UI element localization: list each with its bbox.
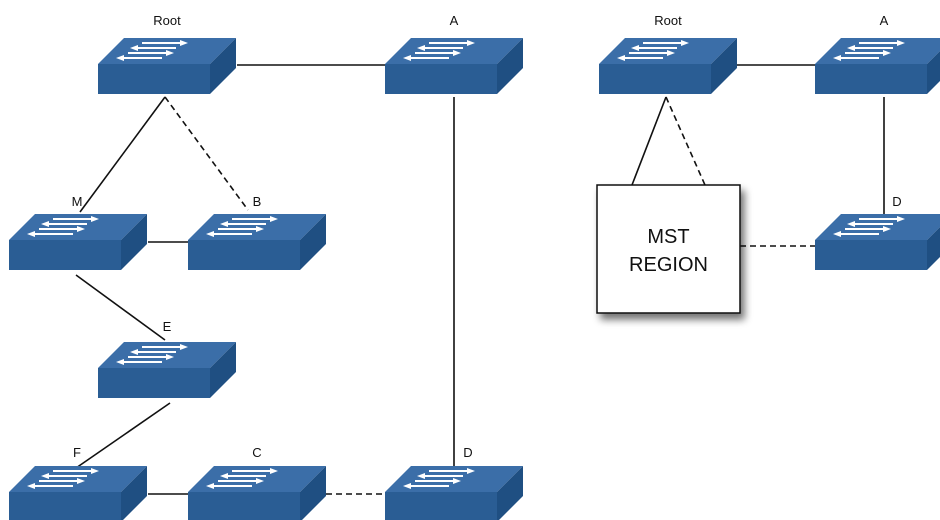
link-root-mst — [631, 96, 667, 186]
link-root-mst-blocked — [665, 96, 706, 186]
switch-m — [8, 213, 148, 271]
switch-b — [187, 213, 327, 271]
label-a-right: A — [880, 13, 889, 28]
label-d-right: D — [892, 194, 901, 209]
label-e: E — [163, 319, 172, 334]
left-links — [75, 64, 455, 495]
switch-d — [384, 465, 524, 520]
switch-a — [384, 37, 524, 95]
label-root-right: Root — [654, 13, 682, 28]
switch-root — [97, 37, 237, 95]
label-root: Root — [153, 13, 181, 28]
mst-region-line2: REGION — [629, 254, 708, 276]
switch-d-right — [814, 213, 940, 271]
label-m: M — [72, 194, 83, 209]
switch-e — [97, 341, 237, 399]
mst-region-box: MST REGION — [596, 184, 741, 314]
label-d: D — [463, 445, 472, 460]
switch-a-right — [814, 37, 940, 95]
link-root-m — [79, 96, 166, 213]
switch-c — [187, 465, 327, 520]
switch-f — [8, 465, 148, 520]
label-a: A — [450, 13, 459, 28]
label-c: C — [252, 445, 261, 460]
label-b: B — [253, 194, 262, 209]
link-m-e — [75, 274, 166, 341]
right-links — [631, 64, 885, 247]
link-e-f — [75, 402, 171, 469]
label-f: F — [73, 445, 81, 460]
mst-region-line1: MST — [647, 226, 689, 248]
switch-root-right — [598, 37, 738, 95]
link-root-b-blocked — [164, 96, 249, 211]
